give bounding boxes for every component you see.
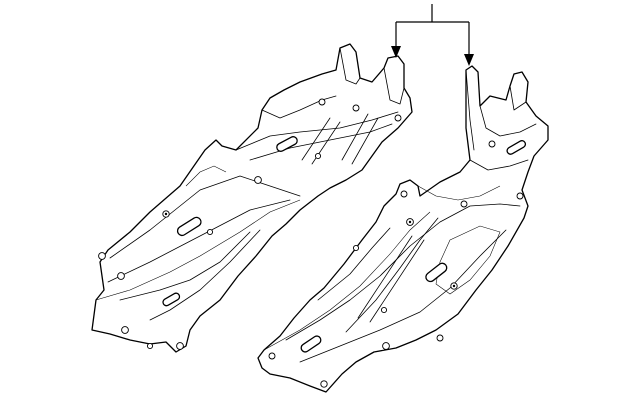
left-shield-slot-1 [276, 136, 298, 152]
right-shield-rib-4 [345, 217, 439, 333]
right-shield-hole [380, 306, 388, 314]
right-shield-slot-3 [506, 140, 527, 155]
left-shield-hole [146, 342, 154, 350]
callout-arrow-left [391, 46, 401, 58]
right-shield-hole [352, 244, 360, 252]
left-shield-front-panel [235, 111, 399, 151]
left-shield-slot-2 [176, 216, 202, 237]
left-shield-hole [206, 228, 214, 236]
right-shield-long-channel [357, 235, 425, 323]
left-shield-rib-3 [119, 231, 251, 301]
right-shield-edge-2 [417, 185, 501, 201]
right-shield-front-rib [469, 159, 529, 171]
left-shield-hole [318, 98, 326, 106]
left-shield-outline [91, 43, 413, 353]
right-shield-hole [382, 342, 390, 350]
right-shield-hole [460, 200, 468, 208]
callout-arrow-right [464, 54, 474, 66]
left-shield-slot-3 [162, 292, 181, 307]
right-shield-edge-1 [263, 211, 431, 351]
left-shield-hole [394, 114, 402, 122]
left-shield-rib-1 [109, 175, 301, 259]
right-underbody-shield [257, 65, 549, 393]
left-shield-tower [339, 47, 405, 105]
left-shield-rib-2 [107, 199, 291, 283]
left-shield-hole-center [164, 212, 168, 216]
right-shield-rib-3 [317, 227, 391, 301]
right-shield-rib-1 [285, 203, 521, 341]
left-shield-hole [352, 104, 360, 112]
right-shield-hole [488, 140, 496, 148]
right-shield-hole-center [452, 284, 456, 288]
right-shield-hole [268, 352, 276, 360]
right-shield-hole [320, 380, 328, 388]
left-shield-hole [121, 326, 129, 334]
callout-leader [391, 4, 474, 66]
right-shield-rib-2 [299, 229, 507, 363]
right-shield-outline [257, 65, 549, 393]
left-shield-hole [117, 272, 125, 280]
left-shield-rib-4 [149, 229, 261, 321]
left-shield-hole [98, 252, 106, 260]
left-shield-hole [314, 152, 322, 160]
right-shield-hole-center [408, 220, 412, 224]
right-shield-hole [436, 334, 444, 342]
left-shield-edge-1 [95, 199, 301, 301]
right-shield-tower [465, 69, 527, 151]
left-shield-hole [254, 176, 262, 184]
right-shield-slot-2 [300, 335, 322, 353]
right-shield-hole [516, 192, 524, 200]
left-shield-hole [176, 342, 184, 350]
right-shield-front-panel [479, 105, 537, 137]
left-underbody-shield [91, 43, 413, 353]
right-shield-hole [400, 190, 408, 198]
left-shield-step [261, 95, 337, 119]
left-shield-edge-2 [185, 165, 227, 187]
left-shield-front-rib [249, 123, 393, 161]
left-shield-channel-2 [341, 113, 379, 165]
right-shield-slot-1 [425, 262, 448, 283]
